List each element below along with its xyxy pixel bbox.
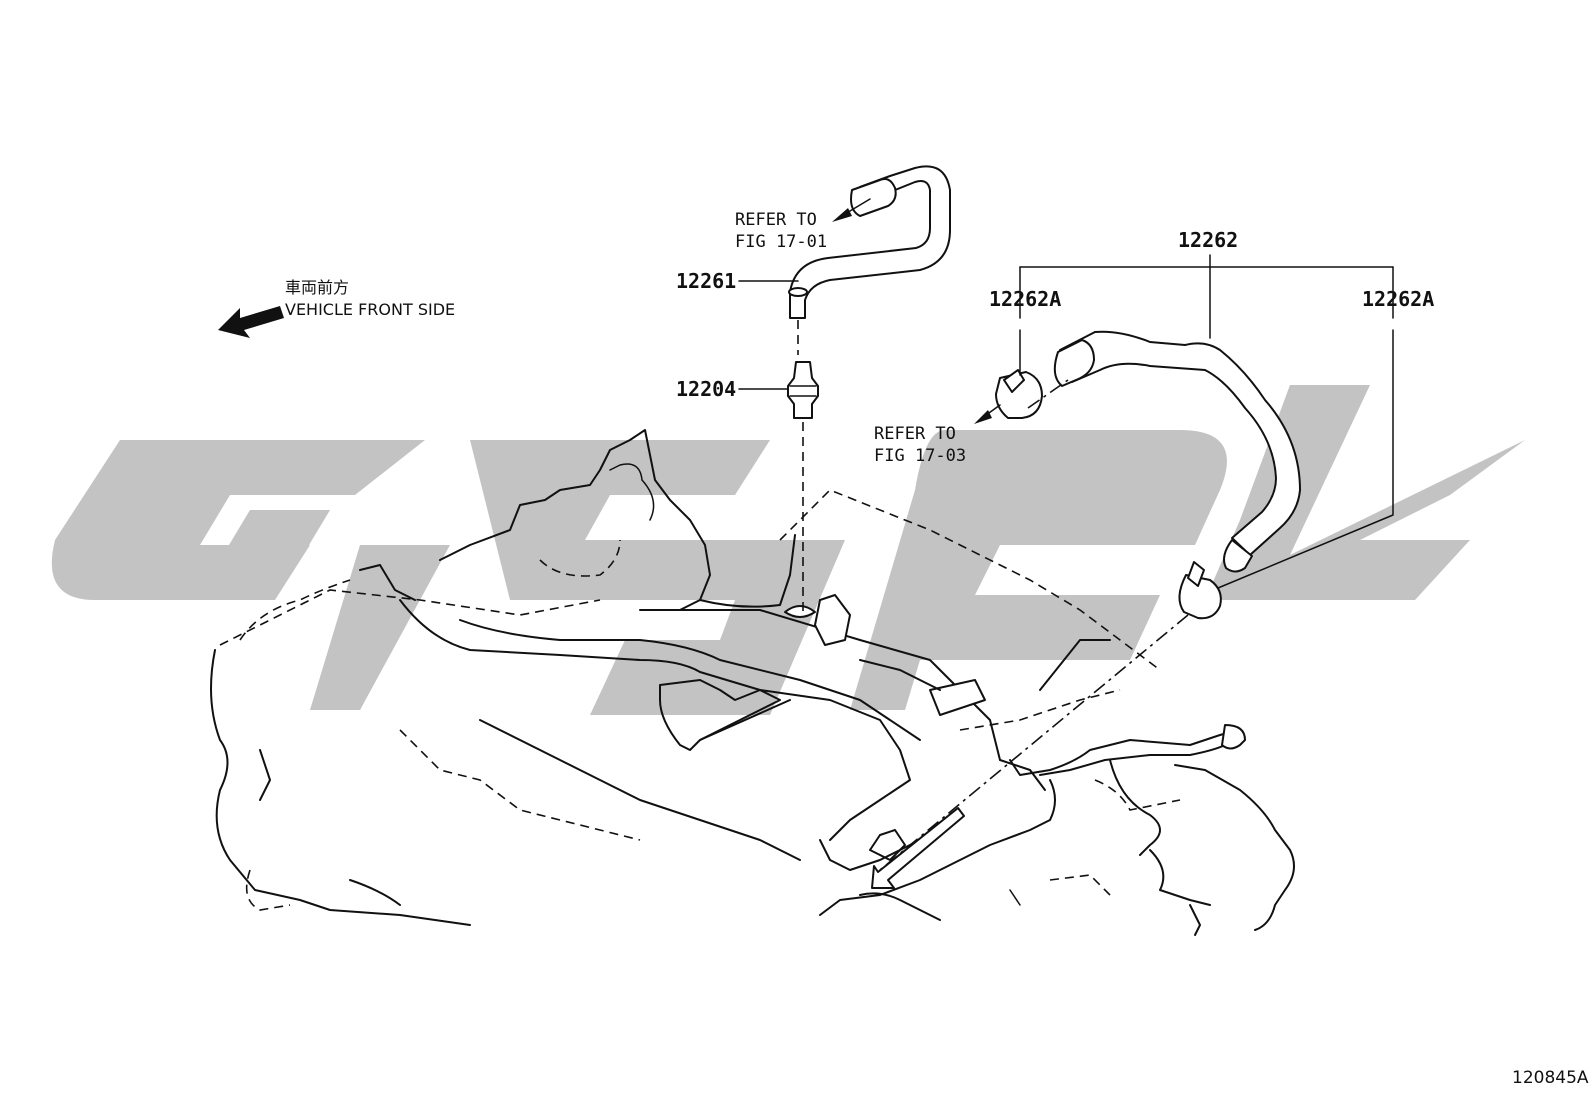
hose-clamp-right: [1178, 561, 1222, 620]
callout-12261: 12261: [676, 269, 736, 293]
reference-label-line2: FIG 17-01: [735, 232, 827, 252]
callout-12262a-right: 12262A: [1362, 287, 1434, 311]
vehicle-front-english-label: VEHICLE FRONT SIDE: [285, 300, 455, 319]
guide-line-clamp-right: [879, 614, 1189, 871]
reference-label-line2: FIG 17-03: [874, 446, 966, 466]
vehicle-front-japanese-label: 車両前方: [285, 278, 349, 297]
pcv-hose-12261: [788, 165, 951, 355]
watermark-logo-icon: [51, 385, 1525, 715]
reference-arrow-lower: [871, 807, 965, 889]
callout-12204: 12204: [676, 377, 736, 401]
figure-number: 120845A: [1512, 1068, 1589, 1088]
reference-arrow-17-03: [974, 404, 1001, 424]
hose-clamp-left: [995, 369, 1043, 419]
pcv-hose-12262: [1053, 330, 1301, 573]
reference-label-line1: REFER TO: [735, 210, 817, 230]
arrow-left-front-icon: [218, 306, 284, 338]
leader-lines: [738, 254, 1394, 589]
engine-outline: [210, 429, 1295, 936]
guide-line-clamp-left: [1027, 379, 1069, 409]
callout-12262: 12262: [1178, 228, 1238, 252]
reference-label-line1: REFER TO: [874, 424, 956, 444]
reference-arrow-17-01: [832, 198, 871, 222]
pcv-valve-12204: [787, 361, 819, 612]
callout-12262a-left: 12262A: [989, 287, 1061, 311]
